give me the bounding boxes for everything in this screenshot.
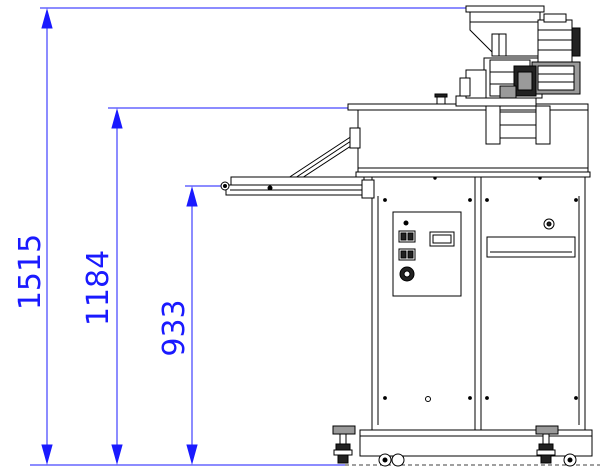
arrow-head [41,8,53,29]
hopper-top [465,5,545,13]
dial-icon [399,266,415,282]
display-window-inner [432,234,452,244]
dimension-label-overall: 1515 [13,234,48,310]
head-mount-left [485,105,501,145]
caster-icon [563,453,577,467]
arrow-head [111,444,123,465]
strut-bracket [349,127,361,149]
arrow-head [186,444,198,465]
cabinet-screw [425,396,431,402]
tray-hinge [361,179,375,199]
drawer-slot [486,236,576,258]
dimension-lines [30,7,600,466]
knob-icon [434,93,448,105]
dimension-label-table: 1184 [81,250,116,326]
tray-handle [220,181,230,191]
machine-linework [220,5,593,467]
cabinet-rivets [383,176,578,400]
arrow-head [41,444,53,465]
tray-plate [230,176,365,186]
leveling-foot-icon [332,425,356,464]
knob-icon [543,218,555,230]
head-mount-right [535,105,551,145]
gearbox-detail [517,71,533,91]
arrow-head [186,186,198,207]
indicator-lamp [403,220,409,226]
caster-icon [391,453,405,467]
head-nozzle [459,77,471,97]
table-frame [357,109,589,173]
motor-icon [531,13,581,95]
switch-icon [398,230,416,243]
pusher-block [499,85,517,99]
dimension-label-tray: 933 [157,299,192,356]
leveling-foot-icon [535,425,559,464]
table-skirt [355,171,591,178]
switch-icon [398,248,416,261]
caster-icon [378,453,392,467]
arrow-head [111,108,123,129]
tray-pin [267,185,273,191]
